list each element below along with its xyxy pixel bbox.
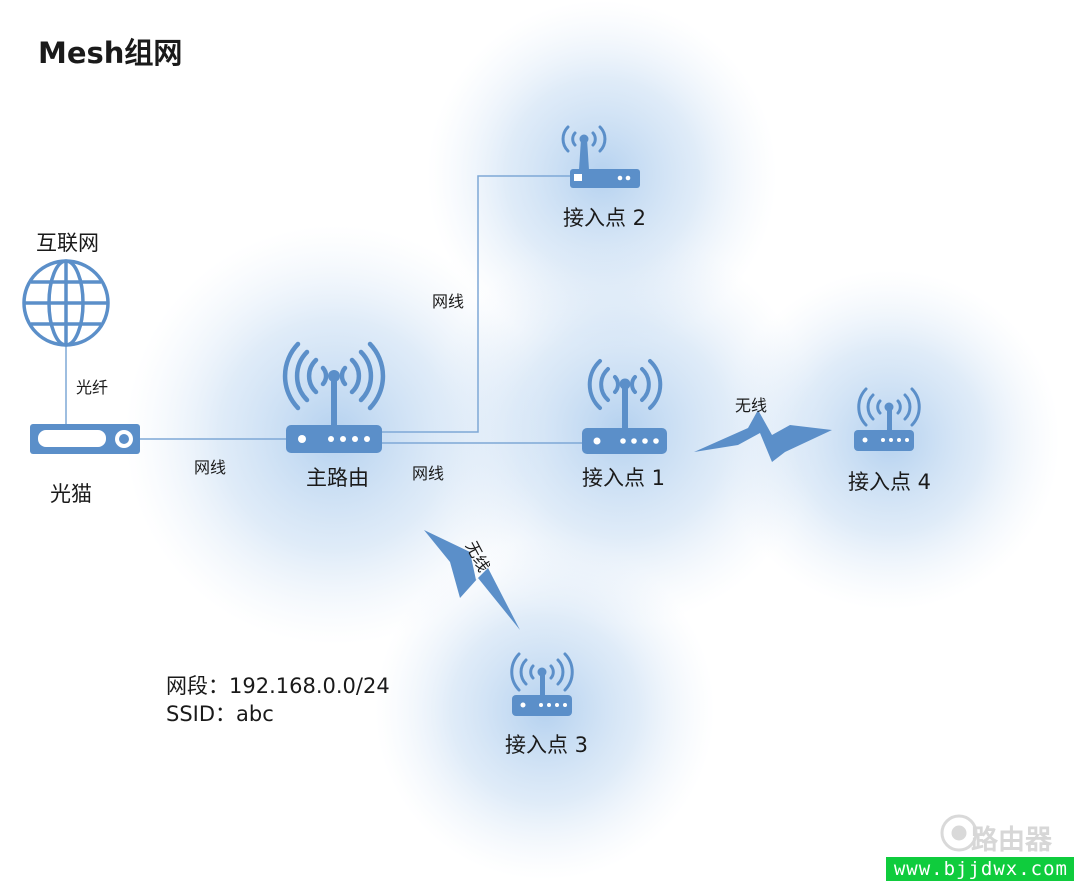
- ap1-router-icon: [582, 359, 667, 454]
- label-fiber: 光纤: [76, 378, 109, 397]
- globe-icon: [22, 259, 110, 347]
- label-ap4: 接入点 4: [848, 470, 932, 494]
- connections: [65, 175, 583, 444]
- subnet-info: 网段：192.168.0.0/24: [166, 674, 390, 698]
- cable-router-ap2: [382, 175, 572, 433]
- ssid-info: SSID：abc: [166, 702, 274, 726]
- modem-icon: [30, 424, 140, 454]
- label-ap3: 接入点 3: [505, 733, 589, 757]
- ap4-router-icon: [854, 387, 921, 451]
- label-cable-router-ap1: 网线: [412, 464, 445, 483]
- watermark-brand: 路由器: [971, 825, 1052, 856]
- label-internet: 互联网: [36, 231, 99, 255]
- label-cable-router-ap2: 网线: [432, 292, 465, 311]
- label-cable-modem-router: 网线: [194, 458, 227, 477]
- label-modem: 光猫: [50, 482, 92, 506]
- page-title: Mesh组网: [38, 36, 183, 70]
- label-ap2: 接入点 2: [563, 206, 647, 230]
- watermark-url: www.bjjdwx.com: [885, 857, 1074, 881]
- wireless-bolt-ap1-ap4: [694, 410, 832, 462]
- wireless-bolt-router-ap3: [424, 530, 520, 630]
- ap2-router-icon: [561, 125, 640, 188]
- watermark-logo-icon: [940, 814, 978, 852]
- label-main-router: 主路由: [306, 466, 369, 490]
- label-ap1: 接入点 1: [582, 466, 666, 490]
- main-router-icon: [282, 341, 386, 453]
- label-wireless-ap4: 无线: [735, 396, 768, 415]
- ap3-router-icon: [510, 652, 574, 716]
